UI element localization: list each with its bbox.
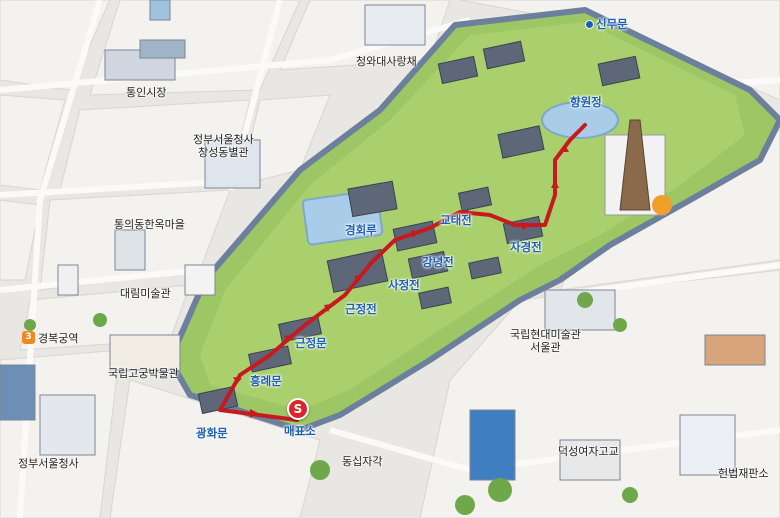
label-daelim-museum[interactable]: 대림미술관 xyxy=(120,287,171,300)
label-maepyoso[interactable]: 매표소 xyxy=(284,424,316,438)
label-dongsipjagak[interactable]: 동십자각 xyxy=(342,455,383,468)
label-constitutional-court[interactable]: 헌법재판소 xyxy=(718,467,769,480)
label-geunjeongmun[interactable]: 근정문 xyxy=(295,336,327,350)
label-government-complex[interactable]: 정부서울청사 xyxy=(18,457,79,470)
label-gyeonghoeru[interactable]: 경회루 xyxy=(345,223,377,237)
label-hyangwonjeong[interactable]: 향원정 xyxy=(570,95,602,109)
start-marker-icon[interactable]: S xyxy=(287,398,309,420)
label-sajeongjeon[interactable]: 사정전 xyxy=(388,278,420,292)
trees xyxy=(24,292,638,515)
label-mmca-seoul[interactable]: 국립현대미술관 서울관 xyxy=(510,328,581,354)
folk-museum-pagoda xyxy=(604,119,672,216)
label-gogung-museum[interactable]: 국립고궁박물관 xyxy=(108,367,179,380)
label-gangnyeongjeon[interactable]: 강녕전 xyxy=(422,255,454,269)
hyangwonjeong-pond xyxy=(541,101,619,139)
label-tongin-market[interactable]: 통인시장 xyxy=(126,86,167,99)
label-jagyeongjeon[interactable]: 자경전 xyxy=(510,240,542,254)
label-deokseong-high[interactable]: 덕성여자고교 xyxy=(558,445,619,458)
label-tongui-hanok[interactable]: 통의동한옥마을 xyxy=(114,218,185,231)
subway-icon: 3 xyxy=(22,331,35,344)
poi-dot-icon xyxy=(585,20,594,29)
label-cheongwadae[interactable]: 청와대사랑채 xyxy=(356,55,417,68)
label-gyotaejeon[interactable]: 교태전 xyxy=(440,213,472,227)
label-changseong-annex[interactable]: 정부서울청사 창성동별관 xyxy=(193,133,254,159)
label-gyeongbokgung-station[interactable]: 경복궁역 xyxy=(38,332,79,345)
label-geunjeongjeon[interactable]: 근정전 xyxy=(345,302,377,316)
label-gwanghwamun[interactable]: 광화문 xyxy=(196,426,228,440)
city-buildings xyxy=(0,0,766,481)
label-sinmumun[interactable]: 신무문 xyxy=(585,18,628,31)
label-heungnyemun[interactable]: 흥례문 xyxy=(250,374,282,388)
route-arrows xyxy=(233,145,569,418)
